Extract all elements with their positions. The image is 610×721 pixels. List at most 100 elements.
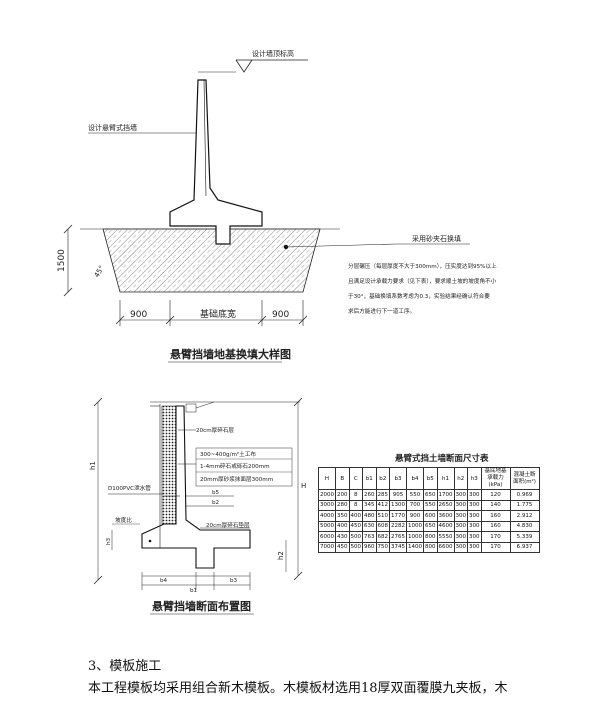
table-cell: 260: [362, 489, 377, 501]
table-cell: 4.830: [509, 520, 540, 532]
dim-b3: b3: [230, 578, 238, 584]
table-cell: 1000: [406, 520, 424, 532]
table-cell: 5550: [436, 531, 455, 543]
wall-label: 设计悬臂式挡墙: [88, 123, 137, 132]
table-cell: 550: [406, 489, 424, 501]
table-cell: 2000: [318, 489, 336, 501]
column-header: b5: [423, 467, 438, 490]
gravel-layer-label: 20cm厚碎石层: [196, 426, 234, 434]
table-cell: 280: [335, 499, 350, 511]
dim-b5: b5: [212, 490, 220, 496]
table-cell: 510: [375, 510, 390, 522]
wall-cross-section: [141, 405, 251, 569]
table-cell: 1000: [406, 531, 424, 543]
table-cell: 345: [362, 499, 377, 511]
table-cell: 1300: [389, 499, 407, 511]
table-cell: 350: [335, 510, 350, 522]
table-cell: 300: [467, 510, 482, 522]
table-cell: 285: [375, 489, 390, 501]
dimension-right-900: 900: [272, 310, 289, 320]
table-cell: 300: [453, 520, 468, 532]
table-cell: 300: [453, 489, 468, 501]
table-cell: 500: [348, 531, 363, 543]
table-cell: 650: [423, 520, 438, 532]
table-cell: 120: [480, 489, 511, 501]
table-cell: 6.937: [509, 541, 540, 553]
table-cell: 300: [453, 499, 468, 511]
column-header: 基底地基承载力(kPa): [480, 467, 511, 490]
table-cell: 170: [480, 531, 511, 543]
table-cell: 300: [467, 489, 482, 501]
table-cell: 300: [467, 520, 482, 532]
column-header: b3: [389, 467, 407, 490]
column-header: C: [348, 467, 363, 490]
table-cell: 550: [423, 499, 438, 511]
table-cell: 300: [467, 531, 482, 543]
gravel-fill-zone: [102, 228, 321, 293]
table-cell: 682: [375, 531, 390, 543]
column-header: b4: [406, 467, 424, 490]
table-cell: 430: [335, 531, 350, 543]
table-cell: 600: [423, 510, 438, 522]
table-cell: 960: [362, 541, 377, 553]
table-cell: 650: [423, 489, 438, 501]
table-cell: 1770: [389, 510, 407, 522]
figure-1-caption: 悬臂挡墙地基换填大样图: [169, 347, 291, 361]
table-cell: 700: [406, 499, 424, 511]
section-heading: 3、模板施工: [88, 659, 162, 674]
table-cell: 3745: [389, 541, 407, 553]
dim-b1: b1: [190, 588, 198, 594]
fill-note-line-3: 于30°，基础换填系数考虑为0.3，实验结果经确认符合要: [348, 292, 490, 300]
table-cell: 3000: [318, 499, 336, 511]
table-cell: 412: [375, 499, 390, 511]
fill-note-line-1: 分层碾压（每层厚度不大于300mm），压实度达到95%以上: [348, 262, 497, 270]
geotextile-label: 300~400g/m²土工布: [200, 450, 256, 458]
table-cell: 2650: [436, 499, 455, 511]
table-cell: 200: [335, 489, 350, 501]
column-header: H: [318, 467, 336, 490]
table-cell: 5000: [318, 520, 336, 532]
body-text: 3、模板施工 本工程模板均采用组合新木模板。木模板材选用18厚双面覆膜九夹板，木: [88, 656, 608, 700]
table-cell: 140: [480, 499, 511, 511]
column-header: h1: [436, 467, 455, 490]
table-cell: 1.775: [509, 499, 540, 511]
table-cell: 160: [480, 510, 511, 522]
table-cell: 300: [453, 510, 468, 522]
fill-note-line-2: 且满足设计承载力要求（见下表），要求顺土坡的坡度角不小: [348, 277, 497, 285]
dim-b2: b2: [212, 500, 219, 506]
dimension-base-width: 基础底宽: [200, 308, 236, 320]
table-cell: 0.969: [509, 489, 540, 501]
table-cell: 3600: [436, 510, 455, 522]
fill-depth-dimension: 1500: [57, 249, 67, 272]
table-cell: 608: [375, 520, 390, 532]
table-title: 悬臂式挡土墙断面尺寸表: [394, 453, 489, 464]
table-cell: 300: [467, 541, 482, 553]
table-cell: 500: [348, 541, 363, 553]
figure-1-foundation-detail: 设计墙顶标高 设计悬臂式挡墙 采用砂夹石换填 分层碾压（每层厚度不大于300mm…: [57, 49, 497, 363]
table-cell: 900: [406, 510, 424, 522]
column-header: h3: [467, 467, 482, 490]
dim-b4: b4: [160, 578, 168, 584]
table-cell: 4600: [436, 520, 455, 532]
figure-2-caption: 悬臂挡墙断面布置图: [151, 599, 251, 613]
table-cell: 2.912: [509, 510, 540, 522]
table-cell: 2765: [389, 531, 407, 543]
column-header: h2: [453, 467, 468, 490]
table-cell: 8: [348, 489, 363, 501]
dim-h2: h2: [277, 551, 285, 560]
table-cell: 170: [480, 541, 511, 553]
table-cell: 800: [423, 541, 438, 553]
column-header: b1: [362, 467, 377, 490]
table-cell: 630: [362, 520, 377, 532]
table-cell: 7000: [318, 541, 336, 553]
table-cell: 450: [348, 520, 363, 532]
table-cell: 6600: [436, 541, 455, 553]
column-header: B: [335, 467, 350, 490]
